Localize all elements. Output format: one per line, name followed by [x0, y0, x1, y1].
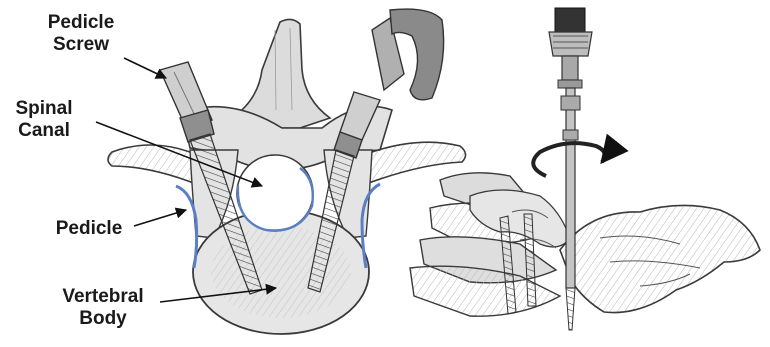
left-transverse-process — [108, 145, 196, 184]
spinal-canal-label: Spinal Canal — [4, 98, 84, 142]
pedicle-screw-label: Pedicle Screw — [36, 12, 126, 56]
pedicle-arrow — [134, 210, 186, 226]
pedicle-screw-label-line2: Screw — [36, 34, 126, 56]
spinal-canal-label-line2: Canal — [4, 120, 84, 142]
pedicle-screw-label-line1: Pedicle — [36, 12, 126, 34]
vertebral-body-label-line1: Vertebral — [48, 286, 158, 308]
pedicle-label-text: Pedicle — [44, 218, 134, 240]
vertebral-body-label: Vertebral Body — [48, 286, 158, 330]
pedicle-screw-arrow — [124, 58, 166, 78]
vertebral-body-label-line2: Body — [48, 308, 158, 330]
pedicle-label: Pedicle — [44, 218, 134, 240]
sacrum — [560, 205, 760, 312]
lumbar-spine-illustration — [410, 8, 760, 330]
spinal-canal-label-line1: Spinal — [4, 98, 84, 120]
